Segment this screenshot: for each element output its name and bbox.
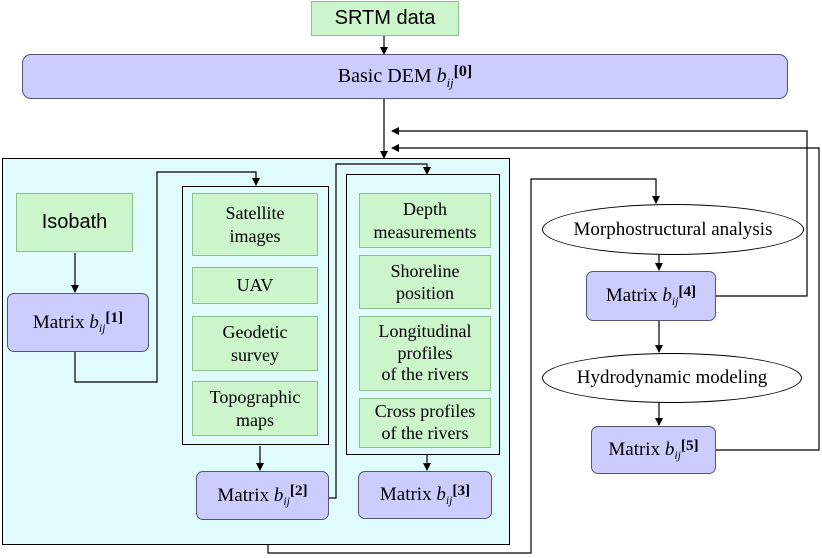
feedback-m4 xyxy=(391,127,808,297)
remote-sources-frame xyxy=(182,186,329,445)
arrow-m2-to-group-b xyxy=(329,163,431,499)
isobath-box: Isobath xyxy=(16,193,133,252)
matrix-2-label: Matrix bij[2] xyxy=(217,482,308,508)
matrix-5-label: Matrix bij[5] xyxy=(608,436,699,463)
matrix-1-label: Matrix bij[1] xyxy=(32,309,124,335)
uav-box: UAV xyxy=(192,267,318,304)
matrix-5-box: Matrix bij[5] xyxy=(591,426,716,474)
matrix-3-box: Matrix bij[3] xyxy=(358,471,492,519)
matrix-4-label: Matrix bij[4] xyxy=(605,282,697,309)
morphostructural-analysis-oval: Morphostructural analysis xyxy=(542,204,804,255)
feedback-m5 xyxy=(391,144,820,451)
matrix-3-label: Matrix bij[3] xyxy=(379,481,471,508)
hydrodynamic-modeling-oval: Hydrodynamic modeling xyxy=(542,353,802,403)
srtm-data-box: SRTM data xyxy=(311,1,459,36)
basic-dem-label: Basic DEM bij[0] xyxy=(337,63,473,90)
arrow-panel-to-morpho xyxy=(267,178,660,554)
matrix-1-box: Matrix bij[1] xyxy=(7,293,149,352)
arrow-m1-to-group-a xyxy=(74,171,260,383)
matrix-2-box: Matrix bij[2] xyxy=(196,471,329,520)
matrix-4-box: Matrix bij[4] xyxy=(586,271,716,321)
isobath-label: Isobath xyxy=(41,211,108,233)
srtm-label: SRTM data xyxy=(334,7,436,29)
basic-dem-box: Basic DEM bij[0] xyxy=(22,54,788,99)
